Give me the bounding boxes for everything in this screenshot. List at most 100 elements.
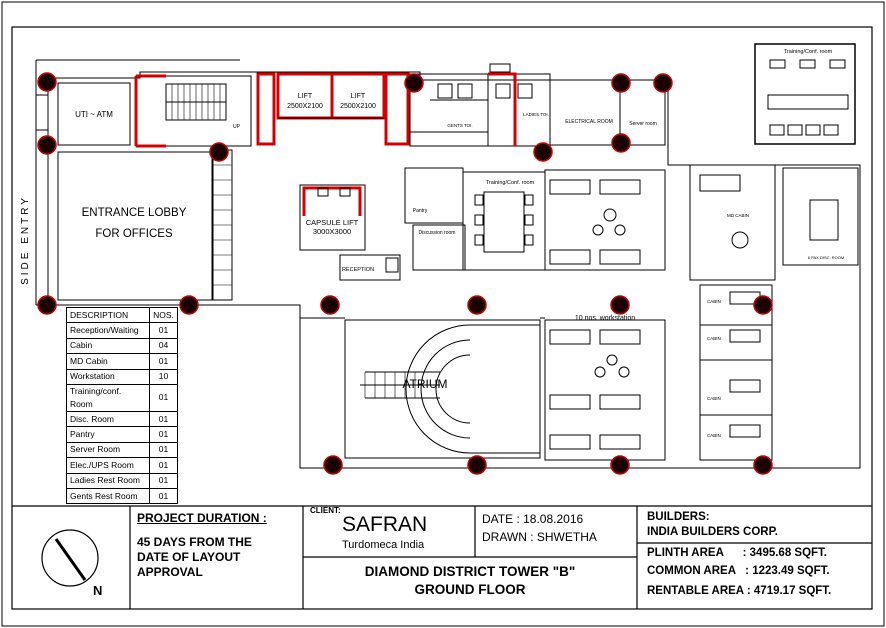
pax-disc-room-label: 6 PAX DISC. ROOM — [808, 255, 844, 260]
pantry-label: Pantry — [413, 208, 428, 214]
row-description: MD Cabin — [66, 353, 150, 370]
row-count: 01 — [149, 322, 178, 339]
column — [611, 133, 631, 153]
builders-name: INDIA BUILDERS CORP. — [647, 526, 778, 538]
lobby-label-1: ENTRANCE LOBBY — [82, 207, 187, 219]
project-duration-label: PROJECT DURATION : — [137, 511, 267, 525]
row-description: Pantry — [66, 426, 150, 443]
column — [610, 295, 630, 315]
row-count: 01 — [149, 441, 178, 459]
row-count: 01 — [149, 457, 178, 474]
common-area: COMMON AREA : 1223.49 SQFT. — [647, 565, 830, 577]
column — [610, 455, 630, 475]
row-count: 01 — [149, 353, 178, 370]
cabin-block — [699, 284, 773, 461]
column — [209, 142, 229, 162]
row-count: 01 — [149, 426, 178, 443]
north-label: N — [93, 583, 102, 598]
entrance-lobby — [57, 151, 214, 301]
discussion-room — [412, 224, 466, 271]
column — [320, 295, 340, 315]
structural-columns — [37, 72, 773, 475]
workstation-heading: 10 nos. workstation — [575, 315, 635, 322]
side-entry-label: SIDE ENTRY — [20, 195, 31, 285]
training-room-inset — [754, 43, 856, 145]
column — [323, 455, 343, 475]
row-description: Reception/Waiting — [66, 322, 150, 339]
builders-label: BUILDERS: — [647, 511, 710, 523]
lift1-name: LIFT — [298, 93, 313, 100]
server-room — [619, 79, 666, 146]
column — [753, 455, 773, 475]
project-duration-line2: DATE OF LAYOUT — [137, 550, 241, 564]
column — [533, 142, 553, 162]
project-duration-line1: 45 DAYS FROM THE — [137, 535, 252, 549]
server-room-label: Server room — [629, 121, 657, 127]
row-count: 01 — [149, 472, 178, 489]
row-count: 10 — [149, 368, 178, 385]
header-description: DESCRIPTION — [66, 306, 150, 324]
project-name-line1: DIAMOND DISTRICT TOWER "B" — [364, 564, 576, 579]
building-outline — [35, 59, 861, 469]
training-room-mid — [462, 171, 546, 271]
gents-toilet-label: GENTS TOI. — [447, 123, 472, 128]
staircase-core — [134, 74, 252, 301]
column — [179, 295, 199, 315]
capsule-lift-size: 3000X3000 — [313, 227, 351, 236]
project-name-line2: GROUND FLOOR — [414, 582, 526, 597]
electrical-room-label: ELECTRICAL ROOM — [565, 119, 613, 125]
lift2-name: LIFT — [351, 93, 366, 100]
column — [753, 295, 773, 315]
row-count: 01 — [149, 410, 178, 428]
column — [37, 295, 57, 315]
reception-desk-area — [339, 254, 401, 281]
workstation-block-top — [544, 169, 666, 271]
up-label: UP — [233, 124, 241, 130]
cabin-label-2: CABIN — [707, 336, 721, 341]
toilet-block — [409, 63, 551, 147]
lift-shafts — [256, 72, 410, 146]
pantry — [404, 167, 464, 224]
cabin-label-1: CABIN — [707, 299, 721, 304]
capsule-lift — [299, 184, 366, 251]
row-description: Ladies Rest Room — [66, 472, 150, 489]
lift2-size: 2500X2100 — [340, 103, 376, 110]
row-count: 01 — [149, 383, 178, 412]
pax-disc-room — [782, 167, 859, 266]
column — [467, 295, 487, 315]
plan-labels: SIDE ENTRY UTI ~ ATM ENTRANCE LOBBY FOR … — [20, 49, 844, 438]
project-duration-line3: APPROVAL — [137, 565, 203, 579]
column — [467, 455, 487, 475]
row-description: Workstation — [66, 368, 150, 385]
plinth-area: PLINTH AREA : 3495.68 SQFT. — [647, 547, 827, 559]
row-description: Disc. Room — [66, 410, 150, 428]
header-nos: NOS. — [149, 306, 178, 324]
client-subname: Turdomeca India — [342, 539, 425, 551]
row-description: Gents Rest Room — [66, 487, 150, 505]
rentable-area: RENTABLE AREA : 4719.17 SQFT. — [647, 585, 832, 597]
table-header-row: DESCRIPTION NOS. — [66, 306, 178, 324]
column — [37, 135, 57, 155]
column — [404, 73, 424, 93]
column — [653, 73, 673, 93]
title-block-grid — [12, 505, 872, 609]
drawn-text: DRAWN : SHWETHA — [482, 530, 597, 544]
column — [37, 72, 57, 92]
row-description: Training/conf. Room — [66, 383, 150, 412]
row-description: Elec./UPS Room — [66, 457, 150, 474]
row-count: 01 — [149, 487, 178, 505]
training-room-top-label: Training/Conf. room — [784, 49, 833, 55]
md-cabin-label: MD CABIN — [727, 213, 749, 218]
